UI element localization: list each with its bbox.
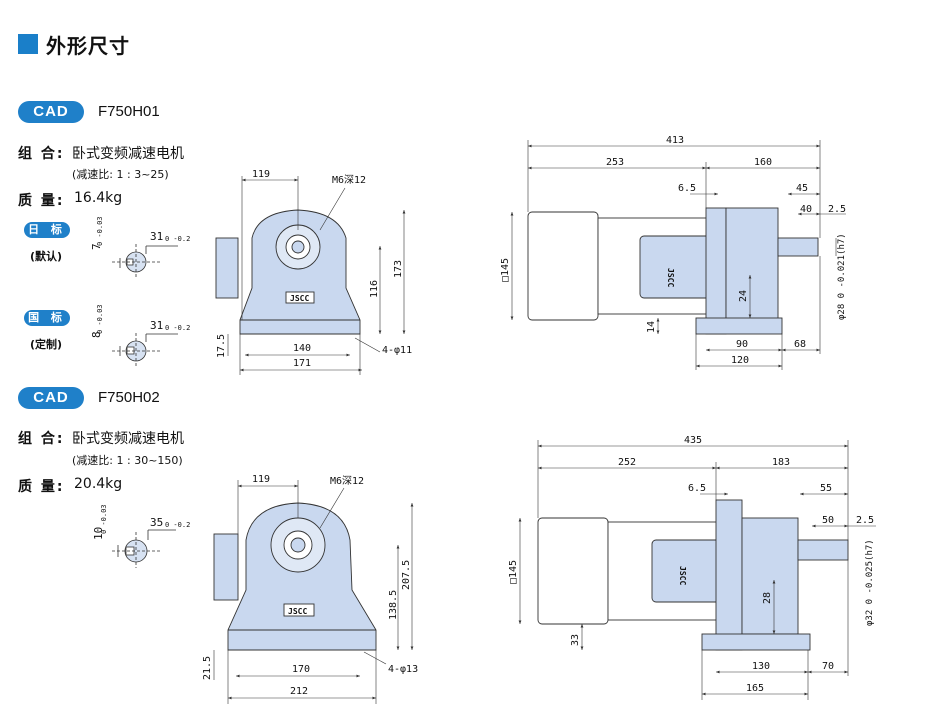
side-view-2-d252: 252	[618, 457, 636, 468]
side-view-2-brand: JSCC	[678, 566, 687, 585]
side-view-1-d40: 40	[800, 204, 812, 215]
front-view-2-d138-5: 138.5	[388, 590, 399, 620]
side-view-2-d2-5: 2.5	[856, 515, 874, 526]
mass-value-2: 20.4kg	[74, 476, 123, 492]
keyway-jis-shaft-tol: 0 -0.2	[165, 235, 190, 243]
side-view-1-shaft: φ28 0 -0.021(h7)	[837, 233, 847, 320]
combo-label-2: 组 合:	[18, 431, 65, 447]
keyway-gb-shaft: 31	[150, 319, 163, 332]
side-view-1-d413: 413	[666, 135, 684, 146]
std-badge-gb[interactable]: 国 标	[24, 310, 70, 326]
side-view-2-d50: 50	[822, 515, 834, 526]
front-view-1-bolt: M6深12	[332, 174, 366, 186]
side-view-2-shaft: φ32 0 -0.025(h7)	[865, 539, 875, 626]
combo-value-2: 卧式变频减速电机	[72, 431, 184, 447]
keyway-m2-shaft-tol: 0 -0.2	[165, 521, 190, 529]
side-view-1-d160: 160	[754, 157, 772, 168]
section-marker	[18, 34, 38, 54]
keyway-jis-key-tol: 0 -0.03	[96, 216, 104, 246]
ratio-2: (减速比: 1 : 30~150)	[72, 454, 183, 467]
section-title: 外形尺寸	[46, 34, 130, 58]
side-view-2-d28: 28	[762, 592, 773, 604]
side-view-2-d145: □145	[508, 560, 519, 584]
front-view-2-bolt: M6深12	[330, 475, 364, 487]
model-code-1: F750H01	[98, 103, 160, 120]
side-view-1-d68: 68	[794, 339, 806, 350]
cad-badge-1[interactable]: CAD	[18, 101, 84, 123]
front-view-1-d140: 140	[293, 343, 311, 354]
side-view-2-d183: 183	[772, 457, 790, 468]
front-view-1-d116: 116	[369, 280, 380, 298]
front-view-2-d212: 212	[290, 686, 308, 697]
side-view-1-brand: JSCC	[666, 268, 675, 287]
side-view-1-d6-5: 6.5	[678, 183, 696, 194]
front-view-1-d119: 119	[252, 169, 270, 180]
side-view-2-d6-5: 6.5	[688, 483, 706, 494]
front-view-1-brand: JSCC	[290, 294, 309, 303]
side-view-2-d165: 165	[746, 683, 764, 694]
side-view-1-d45: 45	[796, 183, 808, 194]
side-view-2-d33: 33	[570, 634, 581, 646]
keyway-jis	[112, 244, 178, 278]
front-view-2-d207-5: 207.5	[401, 560, 412, 590]
combo-value-1: 卧式变频减速电机	[72, 146, 184, 162]
front-view-2-d170: 170	[292, 664, 310, 675]
keyway-m2-key-tol: 0 -0.03	[100, 504, 108, 534]
side-view-2-d70: 70	[822, 661, 834, 672]
side-view-2-d55: 55	[820, 483, 832, 494]
keyway-m2-shaft: 35	[150, 516, 163, 529]
ratio-1: (减速比: 1 : 3~25)	[72, 168, 169, 181]
mass-label-1: 质 量:	[18, 193, 65, 209]
front-view-1-d171: 171	[293, 358, 311, 369]
std-note-gb: (定制)	[30, 338, 63, 351]
mass-label-2: 质 量:	[18, 479, 65, 495]
model-code-2: F750H02	[98, 389, 160, 406]
keyway-gb-shaft-tol: 0 -0.2	[165, 324, 190, 332]
keyway-gb-key-tol: 0 -0.03	[96, 304, 104, 334]
mass-value-1: 16.4kg	[74, 190, 123, 206]
side-view-2-d435: 435	[684, 435, 702, 446]
front-view-2-holes: 4-φ13	[388, 664, 418, 675]
side-view-1-d145: □145	[500, 258, 511, 282]
side-view-1-d14: 14	[646, 321, 657, 333]
side-view-1-d90: 90	[736, 339, 748, 350]
keyway-model2	[112, 529, 176, 568]
std-badge-jis[interactable]: 日 标	[24, 222, 70, 238]
keyway-m2-key: 10	[92, 527, 105, 540]
keyway-gb	[112, 333, 178, 367]
keyway-jis-key: 7	[90, 243, 103, 250]
side-view-2-d130: 130	[752, 661, 770, 672]
side-view-1-d253: 253	[606, 157, 624, 168]
front-view-2-d21-5: 21.5	[202, 656, 213, 680]
front-view-2-brand: JSCC	[288, 607, 307, 616]
side-view-1-d24: 24	[738, 290, 749, 302]
front-view-1-d17-5: 17.5	[216, 334, 227, 358]
front-view-2-d119: 119	[252, 474, 270, 485]
side-view-1-d120: 120	[731, 355, 749, 366]
side-view-1-d2-5: 2.5	[828, 204, 846, 215]
std-note-jis: (默认)	[30, 250, 63, 263]
front-view-1-d173: 173	[393, 260, 404, 278]
keyway-jis-shaft: 31	[150, 230, 163, 243]
front-view-1-holes: 4-φ11	[382, 345, 412, 356]
keyway-gb-key: 8	[90, 331, 103, 338]
cad-badge-2[interactable]: CAD	[18, 387, 84, 409]
combo-label-1: 组 合:	[18, 146, 65, 162]
